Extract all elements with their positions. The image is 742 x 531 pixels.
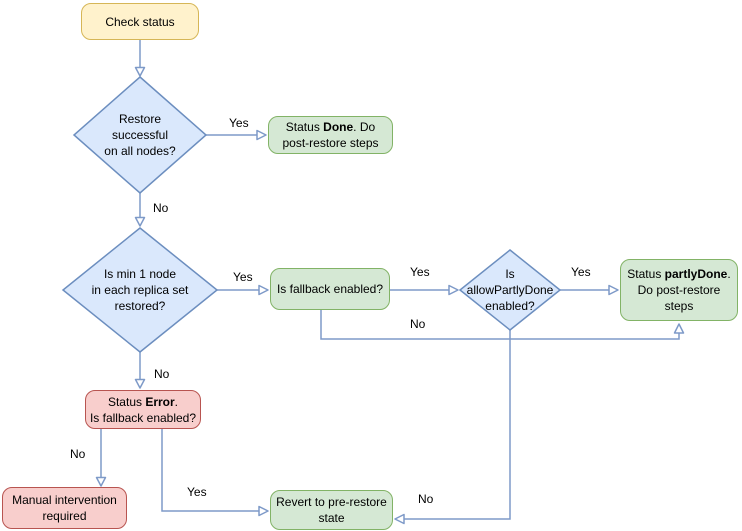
arrowhead-left-icon bbox=[394, 513, 405, 525]
edge-fallback-enabled-yes bbox=[390, 284, 459, 296]
arrowhead-down-icon bbox=[134, 378, 146, 389]
arrowhead-right-icon bbox=[256, 129, 267, 141]
node-restore-successful-diamond bbox=[72, 76, 208, 194]
edge-line bbox=[404, 330, 511, 520]
node-fallback-enabled: Is fallback enabled? bbox=[270, 268, 390, 310]
edge-label-status-error-no: No bbox=[68, 447, 88, 461]
arrowhead-right-icon bbox=[258, 505, 269, 517]
node-revert-state: Revert to pre-restore state bbox=[270, 490, 393, 530]
edge-label-fallback-enabled-no: No bbox=[408, 317, 428, 331]
edge-start-to-restore-successful bbox=[134, 40, 146, 77]
edge-restore-successful-no bbox=[134, 193, 146, 227]
node-min-one-node-diamond bbox=[61, 227, 219, 353]
arrowhead-right-icon bbox=[448, 284, 459, 296]
node-min-one-node-label: Is min 1 node in each replica set restor… bbox=[91, 267, 189, 313]
edge-label-allow-partly-done-yes: Yes bbox=[569, 265, 593, 279]
node-status-error: Status Error. Is fallback enabled? bbox=[85, 390, 201, 429]
arrowhead-down-icon bbox=[95, 476, 107, 487]
arrowhead-right-icon bbox=[258, 284, 269, 296]
edge-label-fallback-enabled-yes: Yes bbox=[408, 265, 432, 279]
arrowhead-right-icon bbox=[608, 284, 619, 296]
arrowhead-down-icon bbox=[134, 216, 146, 227]
edge-allow-partly-done-yes bbox=[560, 284, 619, 296]
edge-status-error-yes bbox=[161, 429, 269, 517]
node-check-status: Check status bbox=[81, 3, 199, 40]
edge-label-restore-successful-no: No bbox=[151, 201, 171, 215]
edge-allow-partly-done-no bbox=[394, 330, 511, 525]
node-restore-successful-label: Restore successful on all nodes? bbox=[104, 112, 176, 158]
node-allow-partly-done-label: Is allowPartlyDone enabled? bbox=[466, 267, 554, 313]
node-status-done: Status Done. Do post-restore steps bbox=[268, 116, 393, 154]
edge-label-restore-successful-yes: Yes bbox=[227, 116, 251, 130]
edge-line bbox=[320, 310, 680, 340]
arrowhead-up-icon bbox=[673, 323, 685, 334]
edge-label-min-one-node-yes: Yes bbox=[231, 270, 255, 284]
node-status-partly-done: Status partlyDone. Do post-restore steps bbox=[620, 259, 738, 321]
edge-restore-successful-yes bbox=[206, 129, 267, 141]
edge-label-status-error-yes: Yes bbox=[185, 485, 209, 499]
arrowhead-down-icon bbox=[134, 66, 146, 77]
edge-line bbox=[161, 429, 259, 512]
edge-status-error-no bbox=[95, 429, 107, 487]
node-allow-partly-done-diamond bbox=[458, 249, 562, 331]
edge-label-allow-partly-done-no: No bbox=[416, 492, 436, 506]
edge-min-one-node-yes bbox=[217, 284, 269, 296]
edge-fallback-enabled-no bbox=[320, 310, 685, 340]
edge-label-min-one-node-no: No bbox=[152, 367, 172, 381]
edge-min-one-node-no bbox=[134, 352, 146, 389]
node-manual-intervention: Manual intervention required bbox=[2, 487, 127, 529]
